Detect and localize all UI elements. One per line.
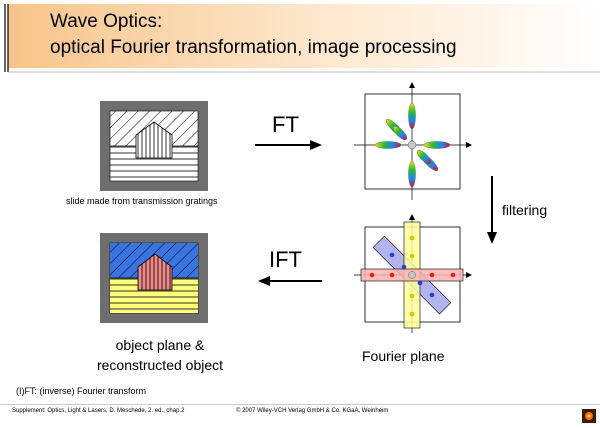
- title-bar: [4, 4, 600, 73]
- ift-arrow: [258, 276, 322, 286]
- footer-supplement: Supplement: Optics, Light & Lasers, D. M…: [12, 408, 185, 414]
- ft-note: (I)FT: (inverse) Fourier transform: [16, 386, 147, 396]
- ft-arrow: [255, 140, 322, 150]
- fourier-plane-label: Fourier plane: [362, 348, 445, 364]
- object-label-line-1: object plane &: [115, 337, 205, 353]
- title-line-1: Wave Optics:: [50, 11, 163, 32]
- grating-slide: [100, 101, 208, 191]
- fourier-spectrum: [354, 82, 472, 200]
- slide-label: slide made from transmission gratings: [66, 196, 218, 206]
- ft-label: FT: [272, 112, 299, 137]
- title-line-2: optical Fourier transformation, image pr…: [50, 37, 457, 58]
- footer: [0, 404, 600, 428]
- ift-label: IFT: [269, 247, 302, 272]
- filtered-fourier-plane: [354, 214, 472, 333]
- filtering-label: filtering: [502, 202, 548, 218]
- reconstructed-object: [100, 233, 208, 323]
- publisher-logo: [582, 409, 596, 423]
- footer-copyright: © 2007 Wiley-VCH Verlag GmbH & Co. KGaA,…: [236, 408, 389, 414]
- filtering-arrow: [487, 176, 497, 244]
- object-label-line-2: reconstructed object: [96, 357, 224, 373]
